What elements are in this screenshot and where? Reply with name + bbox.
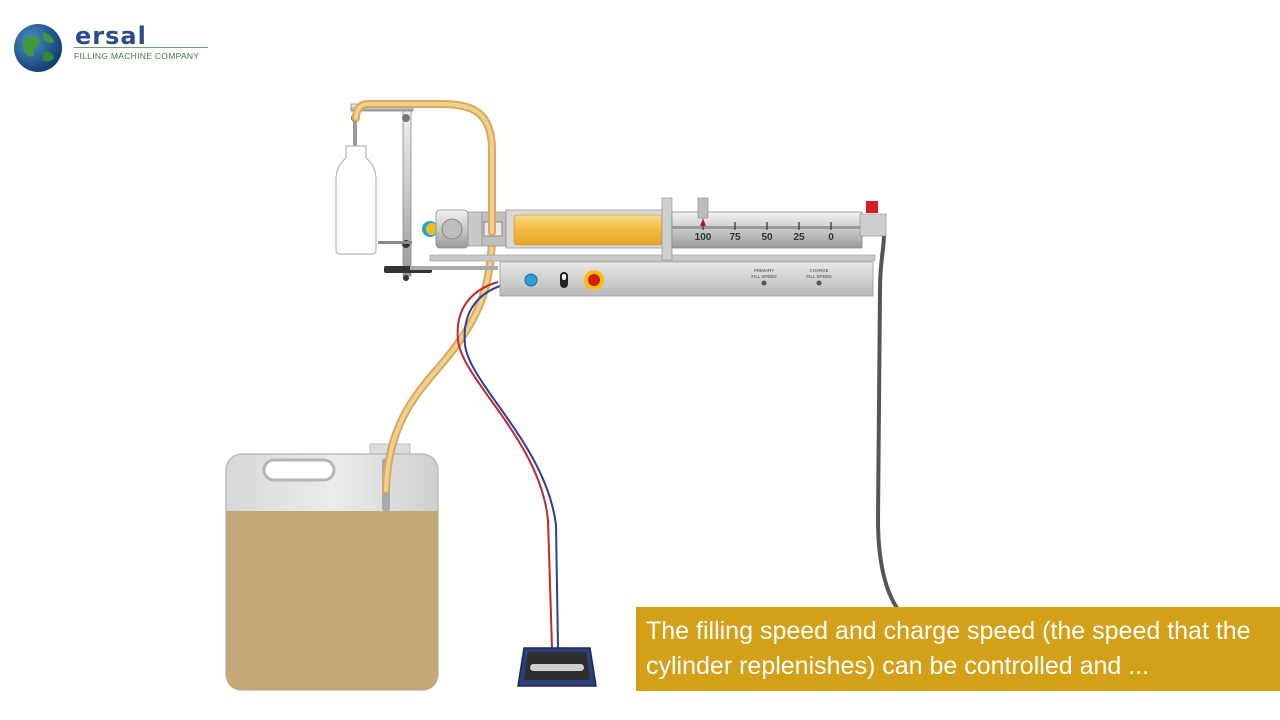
pedal-wire-blue <box>463 285 559 649</box>
jug-handle <box>262 458 336 482</box>
pedal-wire-red <box>456 281 553 649</box>
power-button[interactable] <box>524 273 538 287</box>
primary-fill-speed-knob[interactable] <box>761 280 767 286</box>
bottle <box>335 145 377 255</box>
primary-label: FILL SPEED <box>751 274 777 279</box>
jug-liquid <box>226 511 438 690</box>
logo-subtitle: FILLING MACHINE COMPANY <box>74 51 200 61</box>
globe-icon <box>14 24 62 72</box>
stop-indicator <box>866 201 878 213</box>
scale-label: 100 <box>695 232 712 243</box>
company-logo: ersal FILLING MACHINE COMPANY <box>12 20 222 76</box>
primary-label: PRIMARY <box>754 268 774 273</box>
charge-fill-speed-knob[interactable] <box>816 280 822 286</box>
caption-line-1: The filling speed and charge speed (the … <box>646 617 1251 645</box>
foot-pedal <box>517 647 597 687</box>
caption-line-2: cylinder replenishes) can be controlled … <box>646 652 1150 680</box>
logo-divider <box>74 47 208 48</box>
scale-label: 75 <box>729 232 741 243</box>
logo-word: ersal <box>75 22 147 50</box>
pump-head <box>422 209 507 249</box>
scale-label: 25 <box>793 232 805 243</box>
charge-label: CHARGE <box>809 268 828 273</box>
fill-cylinder: 100 75 50 25 0 <box>505 197 887 261</box>
air-hose <box>875 233 899 610</box>
control-panel: PRIMARY FILL SPEED CHARGE FILL SPEED <box>499 261 874 297</box>
scale-label: 0 <box>828 232 834 243</box>
caption-box: The filling speed and charge speed (the … <box>636 607 1280 691</box>
charge-label: FILL SPEED <box>806 274 832 279</box>
scale-label: 50 <box>761 232 773 243</box>
supply-jug <box>225 443 439 691</box>
